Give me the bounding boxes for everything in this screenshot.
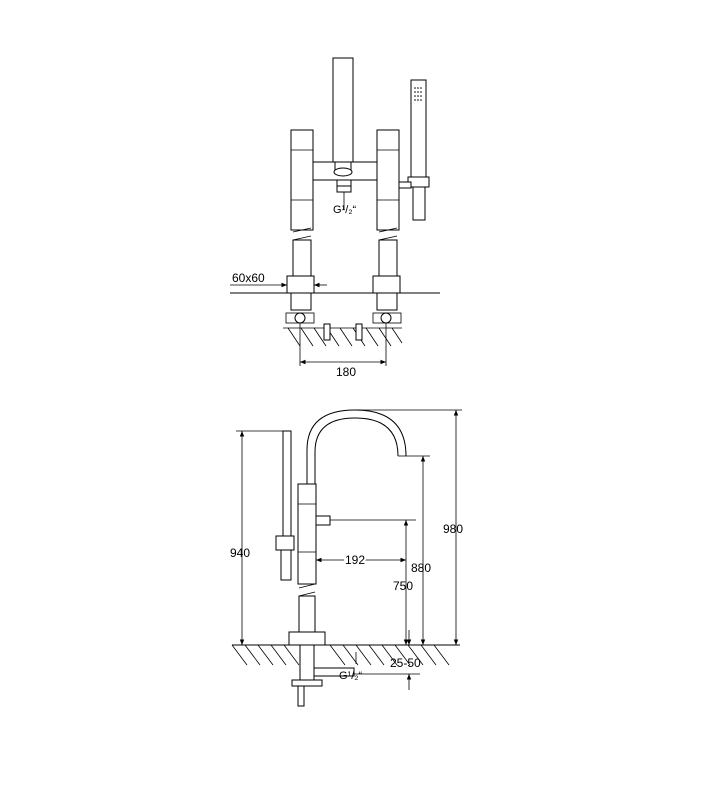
thread-label-side: G¹/₂“	[339, 670, 363, 682]
dim-880: 880	[411, 561, 431, 575]
spout-arc-inner	[314, 417, 399, 484]
dim-192: 192	[345, 553, 365, 567]
dim-60x60: 60x60	[232, 271, 265, 285]
side-main-column	[288, 483, 416, 646]
left-base	[286, 275, 315, 294]
left-column-upper	[290, 129, 314, 231]
side-elevation-view: 940 192 750 880 980 25-50 G¹/₂“	[230, 409, 463, 707]
right-base	[372, 275, 401, 294]
right-column	[372, 129, 402, 324]
dim-980: 980	[443, 522, 463, 536]
left-column	[285, 129, 315, 324]
floor-hatch-side	[231, 644, 450, 707]
right-column-lower	[378, 239, 398, 277]
dim-25-50: 25-50	[390, 656, 421, 670]
floor-hatch-top	[283, 323, 403, 347]
spout-arc-outer	[306, 409, 407, 484]
tube-top	[332, 57, 354, 163]
right-column-upper	[376, 129, 400, 231]
thread-label-top: G¹/₂“	[333, 204, 357, 216]
side-hand-shower	[275, 430, 295, 581]
hand-shower	[398, 79, 430, 221]
left-column-lower	[292, 239, 312, 277]
dim-940: 940	[230, 546, 250, 560]
dim-180: 180	[336, 365, 356, 379]
dim-750: 750	[393, 579, 413, 593]
front-elevation-view: 60x60 180 G¹/₂“	[230, 57, 440, 379]
